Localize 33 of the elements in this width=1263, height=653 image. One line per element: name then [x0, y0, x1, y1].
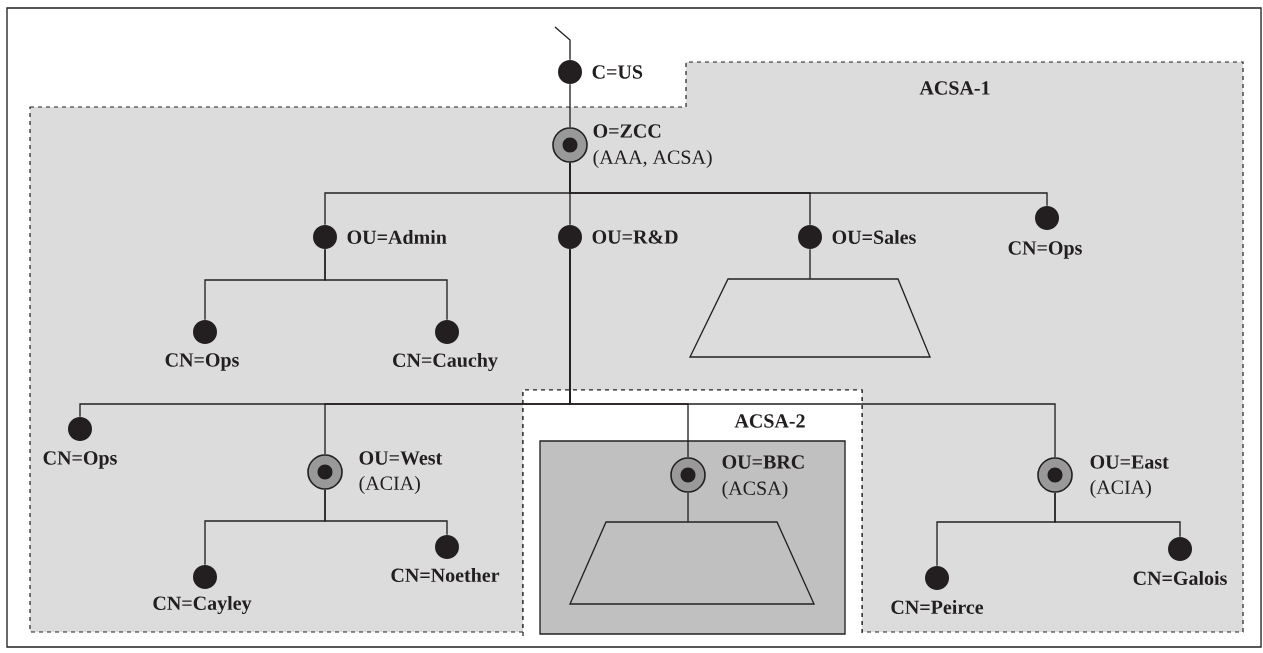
entry-label: OU=East: [1090, 455, 1169, 469]
connector-line: [554, 26, 571, 61]
region-label: ACSA-2: [734, 414, 805, 428]
entry-label: CN=Ops: [165, 353, 239, 371]
entry-label: O=ZCC: [593, 124, 661, 138]
entry-label: OU=Admin: [347, 230, 447, 245]
connector-line: [324, 248, 448, 321]
attribute-label: (ACIA): [1090, 479, 1151, 499]
region-label: ACSA-1: [919, 81, 990, 95]
entry-label: CN=Ops: [1008, 241, 1082, 259]
entry-label: CN=Cauchy: [393, 352, 498, 372]
entry-label: CN=Cayley: [153, 595, 252, 615]
entry-label: OU=R&D: [592, 230, 678, 244]
entry-label: OU=BRC: [722, 455, 804, 469]
entry-label: OU=Sales: [832, 230, 916, 245]
attribute-label: (ACIA): [359, 475, 420, 495]
connector-line: [324, 489, 448, 536]
trapezoid-shape: [569, 521, 816, 605]
entry-label: OU=West: [359, 451, 443, 465]
connector-line: [569, 83, 571, 128]
entry-label: C=US: [592, 65, 643, 79]
connector-line: [569, 248, 1056, 458]
attribute-label: (ACSA): [722, 480, 788, 500]
connector-line: [809, 248, 811, 280]
connector-line: [687, 492, 689, 523]
entry-label: CN=Galois: [1133, 571, 1227, 586]
shaded-box: [539, 440, 846, 635]
entry-label: CN=Noether: [391, 568, 500, 583]
entry-label: CN=Peirce: [891, 600, 984, 615]
connector-line: [569, 162, 1048, 207]
connector-line: [1054, 492, 1181, 538]
entry-label: CN=Ops: [43, 451, 117, 469]
attribute-label: (AAA, ACSA): [593, 149, 712, 169]
